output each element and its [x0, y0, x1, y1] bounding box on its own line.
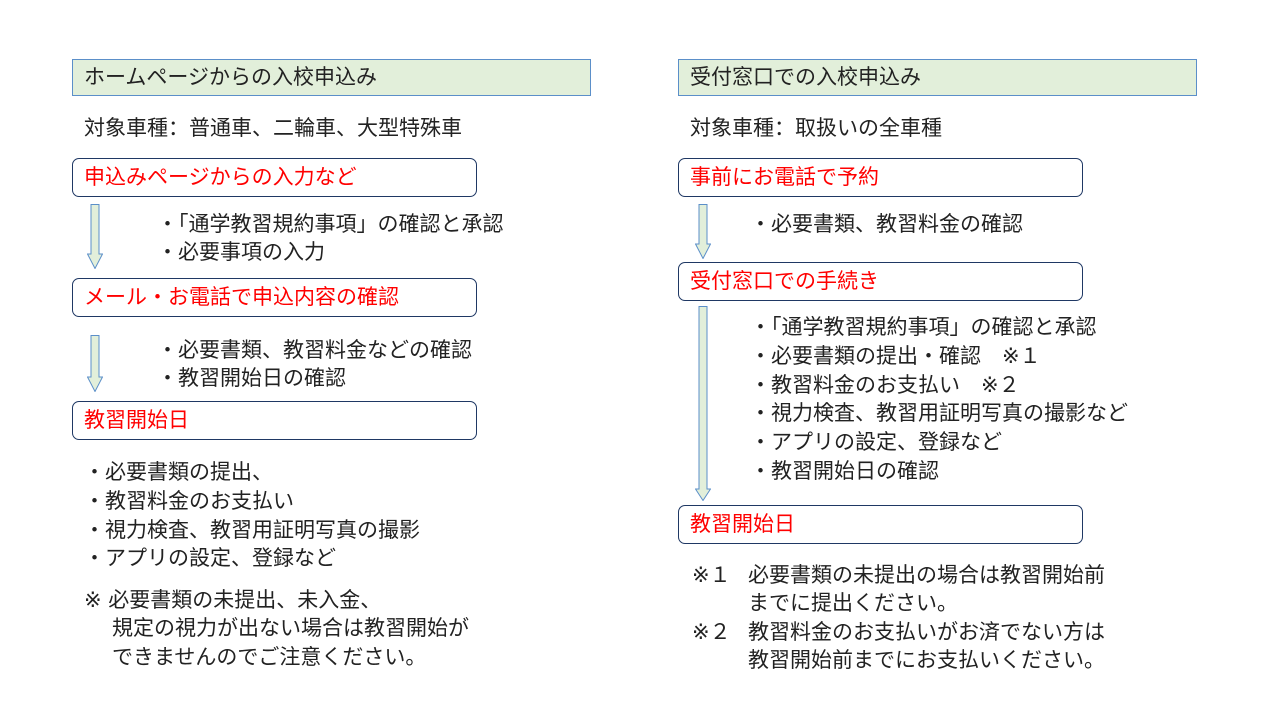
note-mark: ※１: [692, 563, 731, 587]
left-step-confirmation: メール・お電話で申込内容の確認: [72, 278, 477, 317]
bullet-item: ・「通学教習規約事項」の確認と承認: [157, 212, 504, 236]
bullet-item: ・「通学教習規約事項」の確認と承認: [750, 315, 1097, 339]
right-note: 教習開始前までにお支払いください。: [748, 648, 1105, 672]
left-section-title: ホームページからの入校申込み: [72, 59, 591, 96]
bullet-item: ・教習開始日の確認: [157, 366, 346, 390]
right-step-counter-procedure: 受付窓口での手続き: [678, 262, 1083, 301]
bullet-item: ・必要書類、教習料金などの確認: [157, 338, 472, 362]
bullet-item: ・教習開始日の確認: [750, 459, 939, 483]
bullet-item: ・視力検査、教習用証明写真の撮影など: [750, 401, 1128, 425]
right-note: までに提出ください。: [748, 591, 958, 615]
left-step-start-date: 教習開始日: [72, 401, 477, 440]
bullet-item: ・必要書類の提出・確認 ※１: [750, 344, 1041, 368]
down-arrow-icon: [695, 306, 711, 501]
bullet-item: ・アプリの設定、登録など: [84, 546, 336, 570]
left-note: 規定の視力が出ない場合は教習開始が: [112, 616, 469, 640]
right-vehicle-types: 対象車種：取扱いの全車種: [690, 116, 942, 140]
bullet-item: ・アプリの設定、登録など: [750, 430, 1002, 454]
left-note: できませんのでご注意ください。: [112, 645, 427, 669]
down-arrow-icon: [87, 204, 103, 269]
right-step-phone-reservation: 事前にお電話で予約: [678, 158, 1083, 197]
bullet-item: ・教習料金のお支払い ※２: [750, 373, 1020, 397]
bullet-item: ・必要書類、教習料金の確認: [750, 212, 1023, 236]
note-mark: ※２: [692, 620, 731, 644]
left-step-online-entry: 申込みページからの入力など: [72, 158, 477, 197]
bullet-item: ・必要書類の提出、: [84, 460, 273, 484]
bullet-item: ・必要事項の入力: [157, 240, 325, 264]
right-note: 必要書類の未提出の場合は教習開始前: [748, 563, 1105, 587]
right-note: 教習料金のお支払いがお済でない方は: [748, 620, 1105, 644]
right-section-title: 受付窓口での入校申込み: [678, 59, 1197, 96]
bullet-item: ・視力検査、教習用証明写真の撮影: [84, 518, 420, 542]
right-step-start-date: 教習開始日: [678, 505, 1083, 544]
down-arrow-icon: [695, 204, 711, 259]
down-arrow-icon: [87, 335, 103, 392]
left-vehicle-types: 対象車種：普通車、二輪車、大型特殊車: [84, 116, 462, 140]
left-note: ※ 必要書類の未提出、未入金、: [84, 588, 382, 612]
bullet-item: ・教習料金のお支払い: [84, 489, 294, 513]
